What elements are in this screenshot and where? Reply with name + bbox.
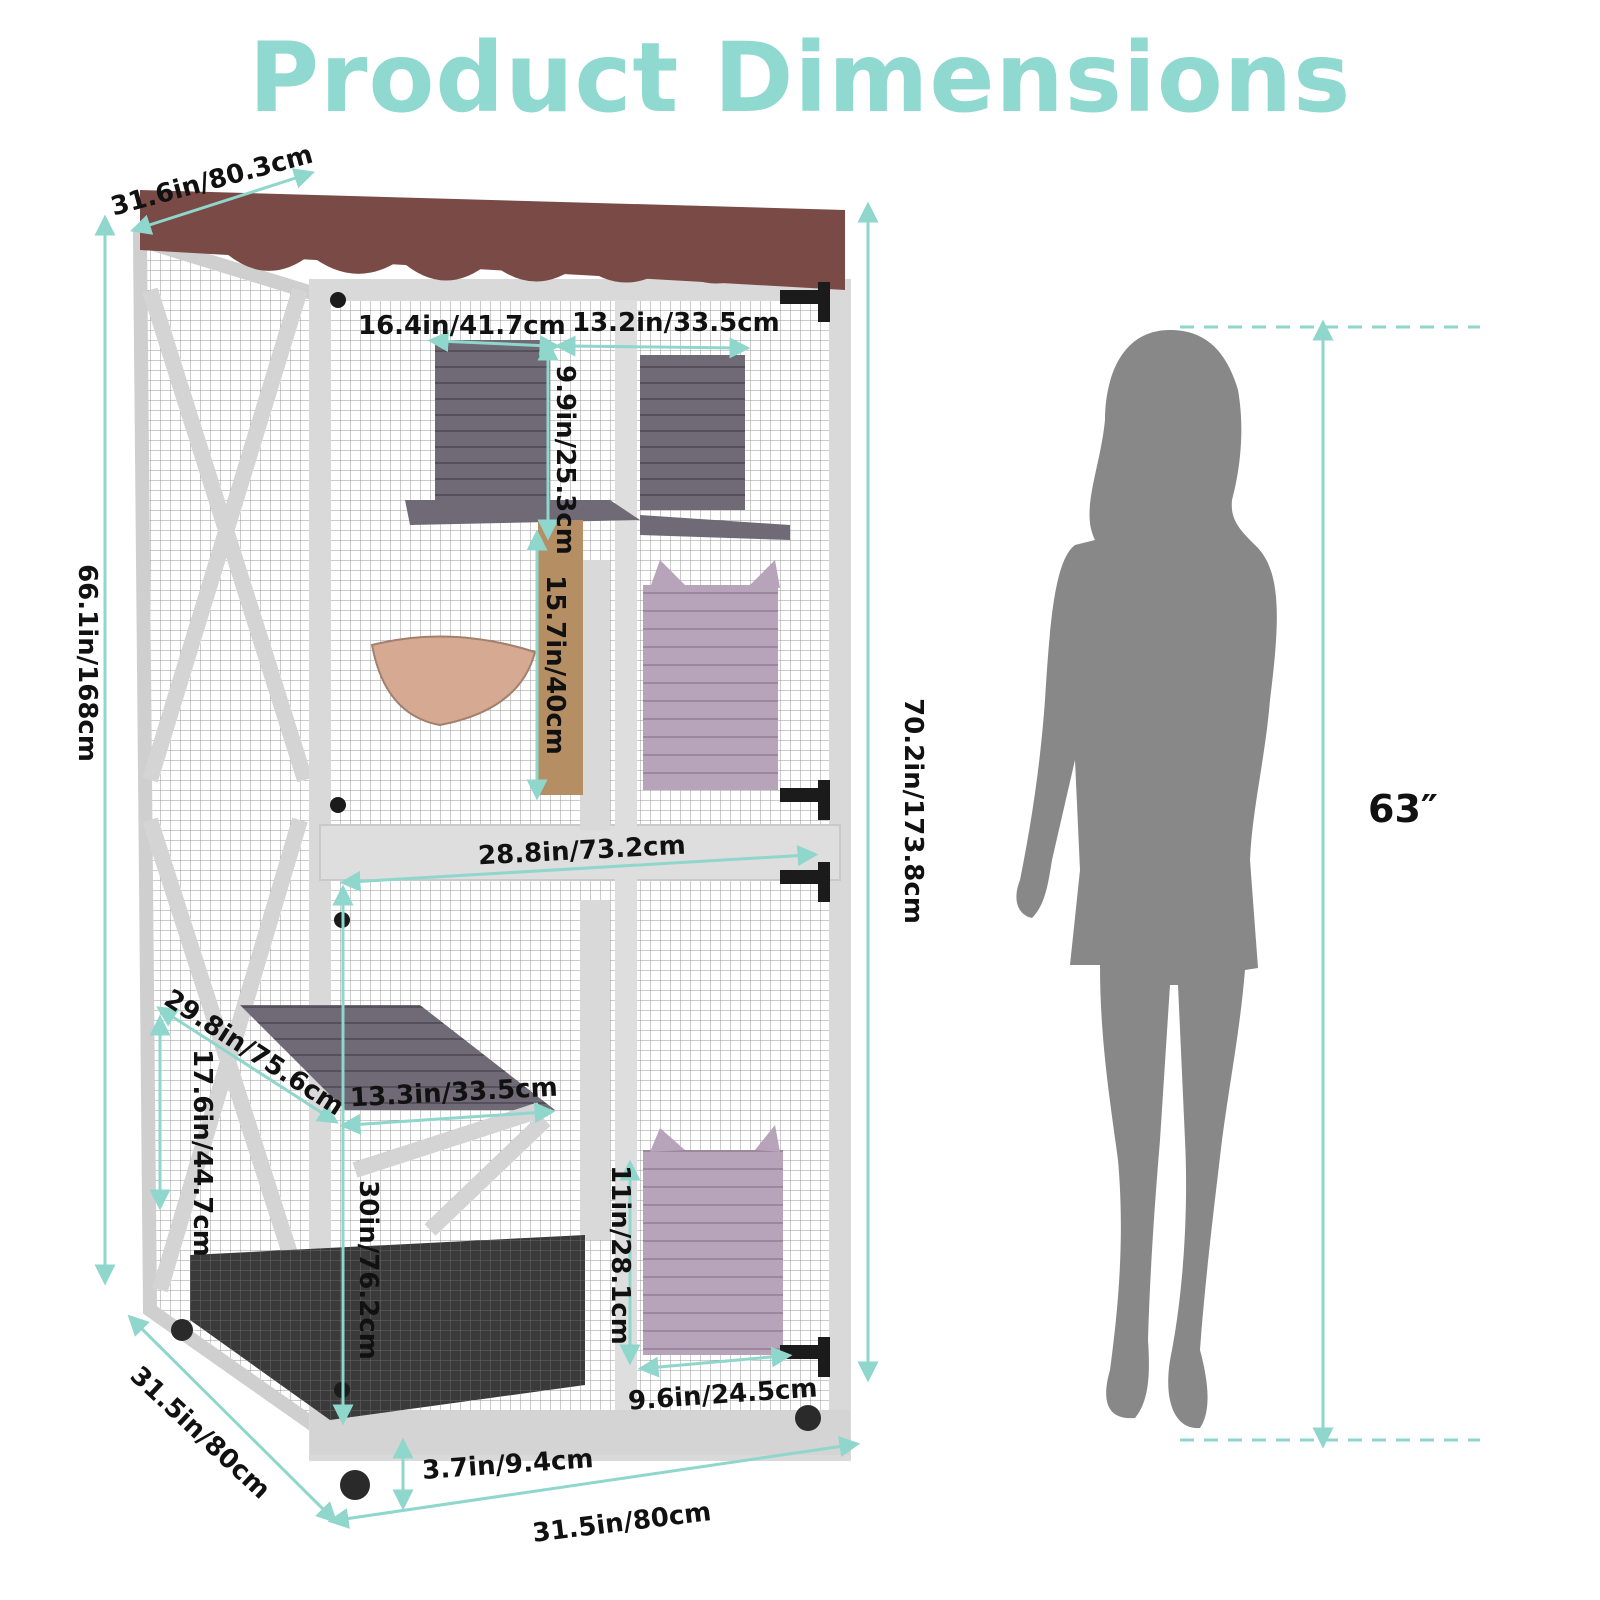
upper-box-left [435,340,550,510]
post-height-label: 15.7in/40cm [539,575,570,755]
floor-tray [190,1235,585,1420]
total-height-right-label: 70.2in/173.8cm [897,698,928,924]
upper-cat-door [643,585,778,790]
lower-height-label: 30in/76.2cm [352,1180,383,1360]
person-silhouette-icon [1016,330,1277,1429]
person-height-label: 63″ [1368,787,1438,831]
lower-cat-door [643,1150,783,1355]
measurement-lines [94,168,1334,1529]
hammock [370,635,537,727]
total-height-left-label: 66.1in/168cm [71,564,102,762]
upper-shelf-left-label: 16.4in/41.7cm [358,311,566,341]
page-title: Product Dimensions [248,22,1352,134]
person-height-guides [1180,325,1480,1442]
door-height-label: 11in/28.1cm [604,1165,635,1345]
lower-shelf-height-label: 17.6in/44.7cm [186,1049,217,1257]
upper-shelf-right-label: 13.2in/33.5cm [572,308,780,338]
upper-box-right [640,355,745,510]
upper-box-height-label: 9.9in/25.3cm [549,365,580,555]
